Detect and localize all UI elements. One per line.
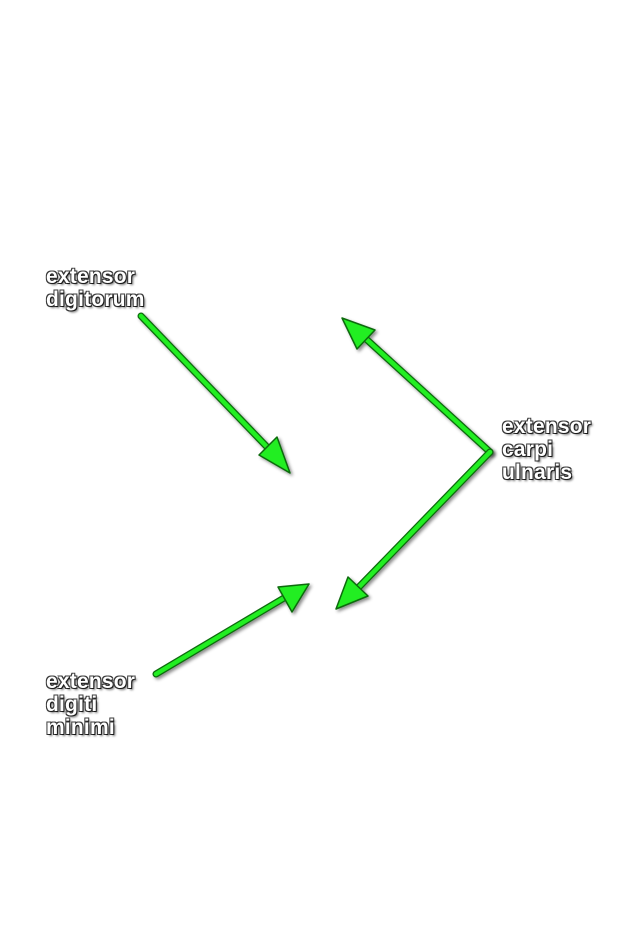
- label-line: extensor: [502, 415, 592, 438]
- arrow-extensor-digiti-minimi: [152, 583, 310, 678]
- label-line: extensor: [46, 265, 136, 288]
- label-line: extensor: [46, 670, 136, 693]
- label-extensor-digitorum: extensor digitorum: [46, 265, 145, 311]
- label-line: digiti: [46, 693, 98, 716]
- arrow-extensor-carpi-ulnaris-lower: [335, 448, 494, 610]
- label-line: digitorum: [46, 288, 145, 311]
- arrow-extensor-carpi-ulnaris-upper: [341, 317, 494, 456]
- label-extensor-digiti-minimi: extensor digiti minimi: [46, 670, 135, 739]
- label-line: carpi: [502, 438, 554, 461]
- arrow-extensor-digitorum: [137, 312, 291, 474]
- label-line: ulnaris: [502, 461, 573, 484]
- label-extensor-carpi-ulnaris: extensor carpi ulnaris: [502, 415, 591, 484]
- label-line: minimi: [46, 716, 115, 739]
